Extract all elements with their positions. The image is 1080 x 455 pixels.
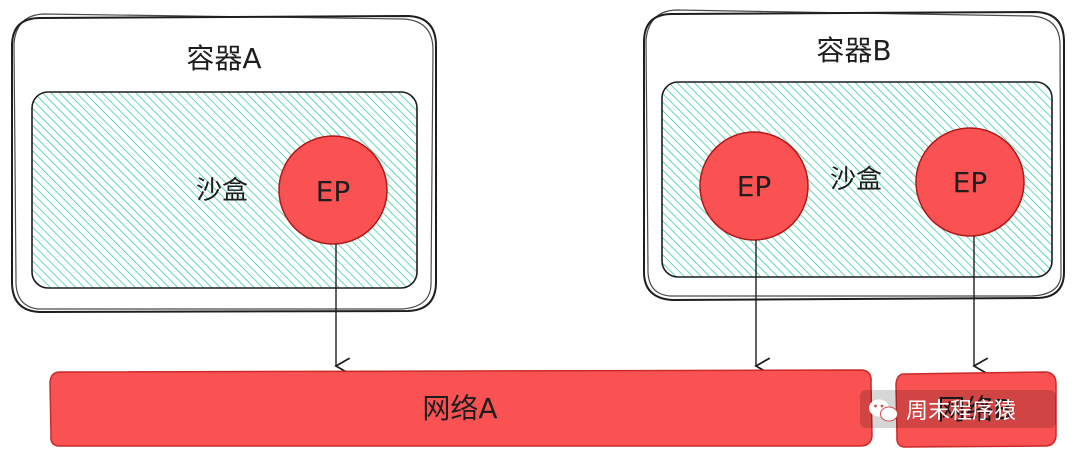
container-b-title: 容器B xyxy=(816,34,891,67)
endpoint-b2-label: EP xyxy=(953,166,988,199)
endpoint-b1-label: EP xyxy=(737,170,772,203)
connection-arrows xyxy=(334,236,989,375)
network-b-bar xyxy=(895,371,1057,448)
watermark-text: 周末程序猿 xyxy=(906,399,1016,424)
container-b-border xyxy=(643,10,1065,302)
container-a-title: 容器A xyxy=(186,42,261,75)
endpoint-a1-node xyxy=(278,135,388,245)
network-a: 网络A xyxy=(49,369,873,447)
container-a-sandbox-label: 沙盒 xyxy=(196,176,248,206)
network-b: 网络B xyxy=(895,371,1057,448)
container-b-sandbox-label: 沙盒 xyxy=(830,165,882,195)
container-a: 容器A 沙盒 EP xyxy=(11,13,437,314)
network-a-label: 网络A xyxy=(422,392,497,425)
container-a-border xyxy=(11,14,437,314)
endpoint-b2: EP xyxy=(915,127,1025,237)
network-a-bar xyxy=(49,369,873,447)
endpoint-b1-node xyxy=(699,131,809,241)
watermark-backdrop xyxy=(860,390,1056,428)
endpoint-b2-node xyxy=(915,127,1025,237)
container-b-border-sketch xyxy=(645,9,1062,297)
endpoint-a1-label: EP xyxy=(316,175,351,208)
endpoint-a1: EP xyxy=(278,135,388,245)
container-b: 容器B 沙盒 EP EP xyxy=(643,9,1065,302)
watermark: 周末程序猿 xyxy=(860,390,1056,428)
endpoint-b1: EP xyxy=(699,131,809,241)
network-b-label: 网络B xyxy=(937,393,1012,426)
wechat-icon xyxy=(869,399,898,422)
container-a-border-sketch xyxy=(13,13,434,310)
